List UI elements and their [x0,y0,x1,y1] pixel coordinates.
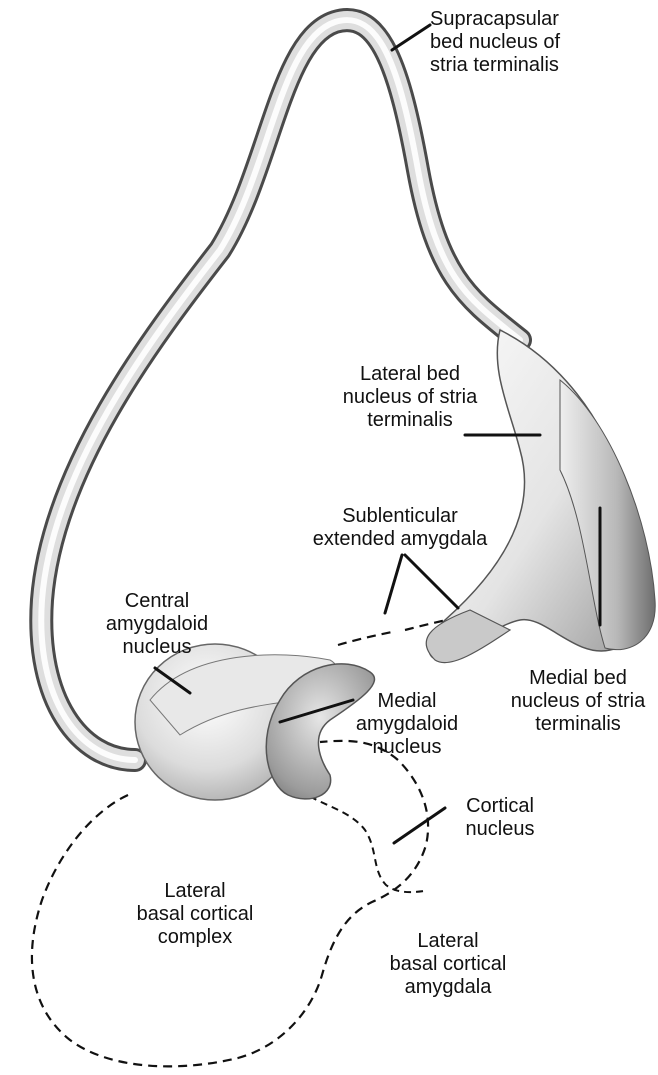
label-lateral-bed-nucleus: Lateral bed nucleus of stria terminalis [330,363,490,432]
leader-sublenticular-2 [405,555,458,608]
label-lateral-basal-cortical-amygdala: Lateral basal cortical amygdala [368,930,528,999]
leader-cortical [394,808,445,843]
leader-sublenticular-1 [385,555,402,613]
label-lateral-basal-cortical-complex: Lateral basal cortical complex [120,880,270,949]
label-supracapsular-bed-nucleus: Supracapsular bed nucleus of stria termi… [430,8,560,77]
label-cortical-nucleus: Cortical nucleus [450,795,550,841]
cortical-nucleus-outline [300,790,424,892]
label-sublenticular-extended-amygdala: Sublenticular extended amygdala [300,505,500,551]
label-medial-bed-nucleus: Medial bed nucleus of stria terminalis [500,667,656,736]
label-central-amygdaloid-nucleus: Central amygdaloid nucleus [92,590,222,659]
leader-supracapsular [392,25,430,50]
label-medial-amygdaloid-nucleus: Medial amygdaloid nucleus [352,690,462,759]
